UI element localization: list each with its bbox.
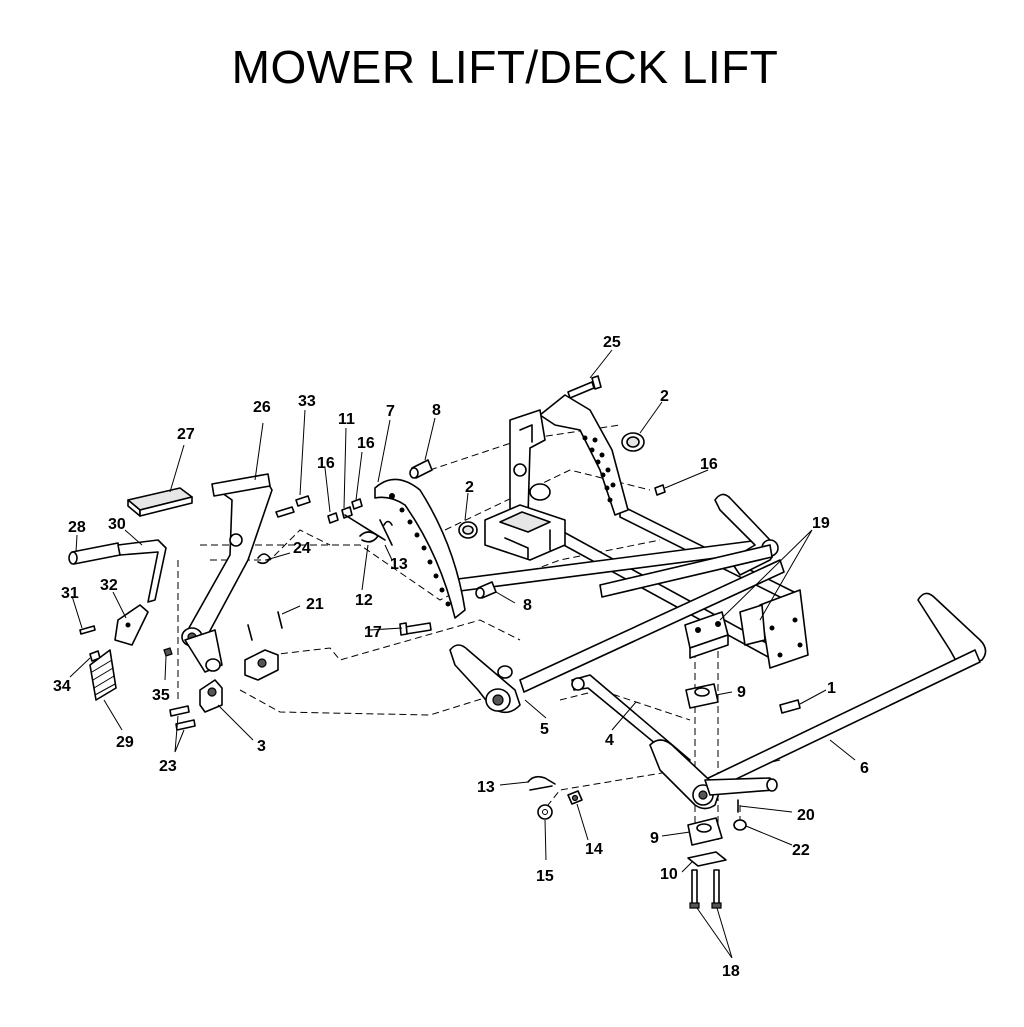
part-rear-lift-shaft (599, 493, 779, 598)
callout-25: 25 (603, 334, 621, 351)
callout-3: 3 (257, 738, 266, 755)
part-block-9-upper (684, 611, 729, 659)
part-plate-10 (687, 851, 727, 867)
callout-16-mid: 16 (357, 435, 375, 452)
callout-22: 22 (792, 842, 810, 859)
part-bracket-32 (114, 604, 149, 646)
callout-19: 19 (812, 515, 830, 532)
callout-9-mid: 9 (737, 684, 746, 701)
callout-33: 33 (298, 393, 316, 410)
callout-1: 1 (827, 680, 836, 697)
callout-4: 4 (605, 732, 614, 749)
part-bushing-2-upper (621, 432, 645, 452)
callout-6: 6 (860, 760, 869, 777)
adjust-plate-holes (389, 493, 451, 607)
callout-16-left: 16 (317, 455, 335, 472)
part-pin-31 (79, 625, 96, 635)
side-plate-holes (582, 435, 616, 503)
part-pedal-lever-26 (181, 473, 273, 673)
callout-15: 15 (536, 868, 554, 885)
callout-8-lower: 8 (523, 597, 532, 614)
part-small-35 (163, 647, 173, 657)
part-bolts-18 (689, 869, 722, 909)
callout-34: 34 (53, 678, 71, 695)
page-title: MOWER LIFT/DECK LIFT (231, 41, 779, 93)
callout-2-lower: 2 (465, 479, 474, 496)
part-pins-23 (169, 705, 196, 731)
part-block-9-lower (687, 817, 723, 846)
part-bolt-25 (567, 375, 602, 399)
callout-35: 35 (152, 687, 170, 704)
part-adjust-plate-7 (374, 478, 466, 619)
part-bolts-33 (275, 495, 311, 518)
part-pin-1 (779, 699, 801, 714)
callout-9-lower: 9 (650, 830, 659, 847)
part-block-9-mid (685, 683, 719, 709)
part-bushing-center (513, 463, 551, 501)
callout-10: 10 (660, 866, 678, 883)
part-front-lift-shaft-6 (649, 592, 987, 810)
part-cotter-pins-21 (247, 611, 283, 641)
part-nut-14 (567, 790, 583, 805)
part-bushing-2-lower (458, 521, 478, 539)
callout-leader-lines (69, 349, 856, 959)
callout-21: 21 (306, 596, 324, 613)
part-fasteners-upper (327, 484, 666, 546)
part-washer-15 (537, 804, 553, 820)
part-clip-24 (257, 553, 271, 565)
part-rear-bracket-19 (739, 589, 809, 669)
callout-27: 27 (177, 426, 195, 443)
callout-12: 12 (355, 592, 373, 609)
callout-16-right: 16 (700, 456, 718, 473)
callout-26: 26 (253, 399, 271, 416)
part-spring-29 (89, 649, 117, 701)
part-washer-22 (733, 819, 747, 831)
callout-13-upper: 13 (390, 556, 408, 573)
part-bracket-lower (244, 649, 279, 681)
part-bolt-17 (399, 622, 432, 636)
callout-7: 7 (386, 403, 395, 420)
part-side-plate (509, 394, 629, 521)
callout-31: 31 (61, 585, 79, 602)
callout-18: 18 (722, 963, 740, 980)
callout-30: 30 (108, 516, 126, 533)
callout-24: 24 (293, 540, 311, 557)
part-lift-arm-5 (449, 644, 521, 714)
callout-29: 29 (116, 734, 134, 751)
part-pin-13-lower (527, 775, 556, 791)
callout-labels: 25 2 16 2 8 7 16 11 16 13 12 8 17 19 26 … (53, 334, 869, 980)
callout-14: 14 (585, 841, 603, 858)
callout-8-upper: 8 (432, 402, 441, 419)
part-pedal-pad-27 (127, 487, 193, 517)
callout-23: 23 (159, 758, 177, 775)
callout-20: 20 (797, 807, 815, 824)
part-clevis-3 (199, 679, 223, 713)
callout-13-lower: 13 (477, 779, 495, 796)
callout-28: 28 (68, 519, 86, 536)
callout-32: 32 (100, 577, 118, 594)
callout-17: 17 (364, 624, 382, 641)
callout-5: 5 (540, 721, 549, 738)
part-handle-30 (117, 539, 167, 603)
part-spacer-8-upper (409, 459, 433, 479)
part-pedal-bracket (484, 504, 566, 561)
callout-11: 11 (338, 411, 355, 428)
callout-2-upper: 2 (660, 388, 669, 405)
